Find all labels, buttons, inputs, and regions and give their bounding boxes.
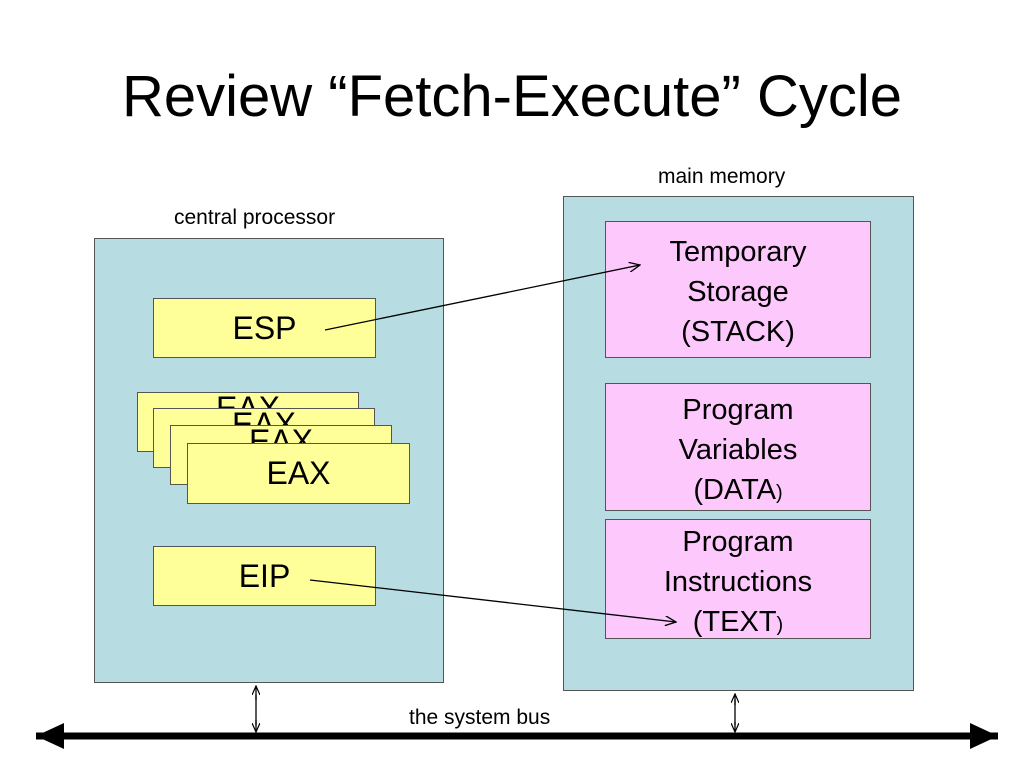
text-line-text: (TEXT [692,606,777,638]
text-line: (TEXT) [606,602,870,645]
memory-caption: main memory [658,165,786,188]
data-line-suffix: ) [776,482,783,504]
text-line: Instructions [663,566,813,598]
bus-caption: the system bus [409,706,551,729]
processor-caption: central processor [174,206,336,229]
eip-to-text-arrow [309,579,676,622]
stack-line: Storage [687,276,789,308]
text-line: Program [682,526,794,558]
stack-line: (STACK) [681,316,795,348]
data-line: Variables [678,434,798,466]
data-line: Program [682,394,794,426]
esp-register: ESP [153,298,376,358]
stack-line: Temporary [669,236,807,268]
eax-register: EAX [187,443,410,504]
esp-to-stack-arrow [324,265,640,331]
eip-register: EIP [153,546,376,606]
slide-title: Review “Fetch-Execute” Cycle [122,64,902,129]
eax-label: EAX [266,455,331,491]
esp-label: ESP [232,309,297,346]
text-line-suffix: ) [776,614,784,636]
data-line: (DATA) [606,470,870,513]
stack-segment: Temporary Storage (STACK) [605,221,871,358]
eip-label: EIP [238,557,291,594]
data-line-text: (DATA [693,474,777,506]
data-segment: Program Variables (DATA) [605,383,871,511]
